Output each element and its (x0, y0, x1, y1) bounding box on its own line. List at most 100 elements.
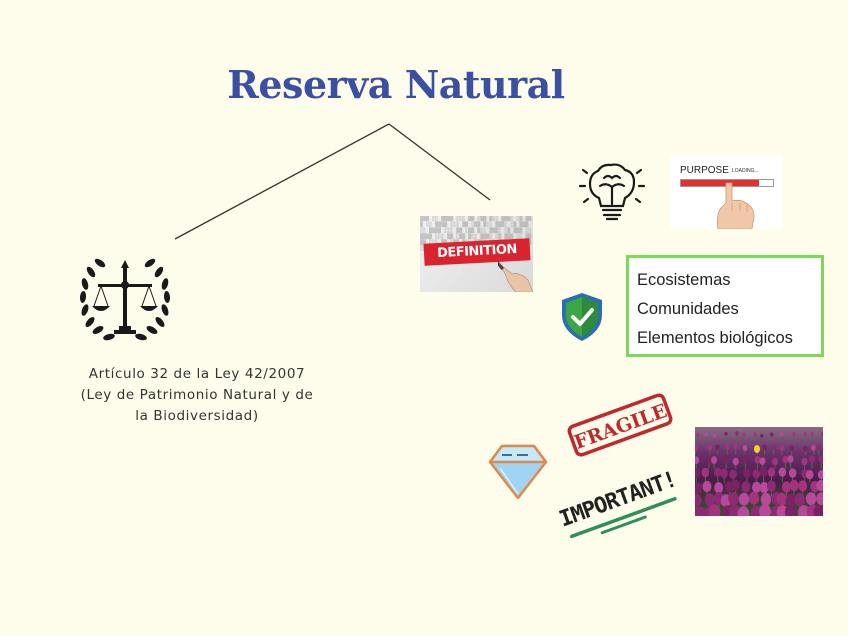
tulip-flower (794, 493, 805, 507)
important-label: IMPORTANT! (556, 467, 680, 532)
yellow-tulip (754, 445, 760, 453)
tulip-flower (712, 433, 717, 438)
tulip-flower (701, 467, 710, 478)
lightbulb-brain-icon (578, 163, 646, 221)
tulip-flower (738, 492, 750, 506)
tulip-flower (798, 480, 808, 492)
law-line: Artículo 32 de la Ley 42/2007 (88, 366, 306, 382)
tulip-flower (759, 503, 771, 516)
diagram-title: Reserva Natural (227, 62, 565, 107)
tulip-flower (817, 470, 823, 480)
tulip-flower (715, 444, 720, 451)
tulip-flower (801, 457, 808, 466)
tulip-flower (729, 469, 737, 479)
tulip-flower (816, 479, 823, 492)
tulip-flower (821, 432, 823, 437)
hand-icon (498, 260, 533, 292)
tulip-flower (771, 457, 779, 466)
purpose-progress-fill (681, 180, 760, 186)
tulip-flower (748, 491, 760, 505)
tulip-flower (724, 431, 728, 436)
tulip-flower (714, 482, 724, 494)
tulip-flower (752, 481, 761, 493)
tulip-flower (713, 467, 722, 477)
tulip-flower (695, 445, 698, 452)
fragile-stamp: FRAGILE (567, 393, 673, 457)
list-item: Comunidades (637, 300, 739, 318)
tulip-flower (735, 431, 739, 436)
tulip-flower (803, 432, 808, 437)
tulip-flower (780, 432, 784, 437)
hand-icon (716, 182, 755, 229)
important-stamp: IMPORTANT! (556, 467, 680, 539)
tulip-flower (816, 444, 821, 450)
loading-label: LOADING... (732, 168, 759, 174)
tulip-flower (816, 492, 823, 506)
shield-check-icon (562, 293, 602, 341)
tulip-flower (808, 455, 816, 463)
tulip-flower (760, 433, 764, 438)
tulip-flower (695, 482, 703, 494)
tulip-flower (759, 457, 766, 465)
tulip-flower (743, 468, 751, 478)
tulip-flower (811, 445, 816, 451)
tulip-flower (731, 479, 741, 491)
tulip-flower (754, 455, 761, 464)
tulip-flower (695, 493, 702, 507)
tulip-field-illustration (695, 431, 823, 516)
tulip-flower (818, 455, 823, 463)
tulip-field-photo (695, 427, 823, 516)
tulip-flower (728, 491, 739, 505)
law-line: la Biodiversidad) (135, 408, 259, 424)
tulip-flower (695, 456, 700, 464)
tulip-flower (759, 467, 768, 477)
tulip-flower (810, 431, 814, 436)
tulip-flower (742, 455, 749, 464)
tulip-flower (742, 445, 748, 451)
tulip-flower (760, 492, 772, 506)
tulip-flower (702, 480, 712, 493)
scales-of-justice-icon (79, 258, 171, 341)
tulip-flower (742, 433, 746, 438)
diamond-icon (488, 444, 548, 500)
tulip-flower (704, 493, 716, 507)
law-line: (Ley de Patrimonio Natural y de (80, 387, 314, 403)
tulip-flower (788, 468, 797, 478)
tulip-flower (787, 455, 794, 463)
tulip-flower (707, 444, 713, 451)
tulip-flower (802, 445, 808, 452)
tulip-flower (705, 456, 712, 464)
tulip-flower (704, 432, 708, 437)
list-item: Ecosistemas (637, 271, 731, 289)
tulip-flower (708, 504, 721, 516)
tulip-flower (771, 444, 777, 451)
definition-image: ▒▒▒ ░░ ▒▒▒▒ ░░░ ▒▒ ░▒▒ ▒░░ ▒▒▒░ ░▒ ▒▒▒ ░… (420, 216, 533, 292)
tulip-flower (752, 469, 761, 479)
tulip-flower (778, 467, 787, 477)
tulip-flower (723, 455, 730, 464)
tulip-flower (695, 506, 707, 516)
tulip-flower (759, 482, 769, 494)
connector-right (388, 123, 491, 201)
tulip-flower (753, 432, 757, 437)
connector-left (174, 123, 390, 240)
tulip-flower (782, 455, 789, 464)
tulip-flower (776, 492, 788, 506)
elements-box: Ecosistemas Comunidades Elementos biológ… (626, 255, 824, 357)
tulip-flower (766, 480, 776, 492)
tulip-flower (805, 492, 817, 506)
tulip-flower (813, 504, 823, 516)
tulip-flower (762, 444, 767, 451)
law-reference-text: Artículo 32 de la Ley 42/2007 (Ley de Pa… (52, 364, 342, 427)
tulip-flower (779, 445, 785, 452)
tulip-flower (720, 468, 728, 479)
purpose-loading-image: PURPOSE LOADING... (670, 155, 782, 229)
tulip-flower (725, 443, 730, 450)
list-item: Elementos biológicos (637, 329, 793, 347)
tulip-flower (781, 481, 791, 493)
tulip-flower (695, 468, 701, 478)
tulip-flower (711, 456, 718, 464)
tulip-flower (789, 479, 799, 492)
purpose-label: PURPOSE (680, 165, 729, 176)
